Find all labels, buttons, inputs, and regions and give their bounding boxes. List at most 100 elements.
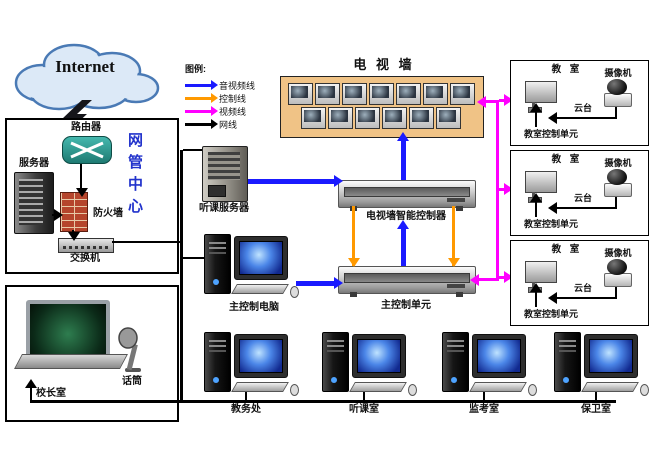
main-control-unit-icon bbox=[338, 266, 476, 294]
tv-monitor-cell bbox=[328, 107, 353, 129]
pc-tower-icon bbox=[204, 332, 231, 392]
classroom-control-unit-icon bbox=[525, 261, 557, 293]
router-icon bbox=[62, 136, 112, 164]
pc-mouse-icon bbox=[408, 384, 417, 396]
control-line-right bbox=[452, 206, 455, 266]
network-line-swatch bbox=[185, 119, 218, 129]
control-line-swatch bbox=[185, 93, 218, 103]
pc-monitor-icon bbox=[234, 334, 288, 378]
tv-monitor-cell bbox=[301, 107, 326, 129]
pc-screen bbox=[239, 241, 283, 275]
legend-item-label: 视频线 bbox=[219, 107, 247, 117]
office-computer-1 bbox=[204, 330, 299, 396]
pc-monitor-icon bbox=[352, 334, 406, 378]
network-stub-office-2 bbox=[363, 391, 365, 400]
switch-label: 交换机 bbox=[70, 253, 100, 264]
legend-item: 控制线 bbox=[185, 92, 255, 105]
link-router-firewall bbox=[80, 164, 82, 190]
video-line-swatch bbox=[185, 106, 218, 116]
arrowhead-right bbox=[334, 175, 343, 187]
classroom-control-unit-icon bbox=[525, 171, 557, 203]
pc-keyboard-icon bbox=[349, 382, 407, 392]
tv-wall-controller-icon bbox=[338, 180, 476, 208]
ptz-label: 云台 bbox=[573, 103, 592, 113]
ptz-label: 云台 bbox=[573, 283, 592, 293]
pc-monitor-icon bbox=[472, 334, 526, 378]
network-line-switch-to-trunk bbox=[112, 241, 182, 243]
principal-room-label: 校长室 bbox=[36, 388, 66, 399]
control-unit-label: 教室控制单元 bbox=[523, 309, 578, 319]
arrowhead-right bbox=[504, 271, 513, 283]
tv-monitor-cell bbox=[450, 83, 475, 105]
legend-item: 视频线 bbox=[185, 105, 255, 118]
classroom-box-1: 教 室 摄像机 云台 教室控制单元 bbox=[510, 60, 649, 146]
arrowhead-left bbox=[548, 202, 557, 214]
tv-monitor-cell bbox=[342, 83, 367, 105]
tv-monitor-cell bbox=[355, 107, 380, 129]
laptop-base-icon bbox=[14, 354, 128, 369]
internet-label: Internet bbox=[55, 57, 115, 76]
legend-item: 网线 bbox=[185, 118, 255, 131]
pc-mouse-icon bbox=[290, 286, 299, 298]
ptz-camera-icon bbox=[603, 169, 633, 197]
pc-tower-icon bbox=[322, 332, 349, 392]
network-trunk-vertical bbox=[180, 150, 183, 402]
server-label: 服务器 bbox=[19, 158, 49, 169]
legend-item-label: 网线 bbox=[219, 120, 238, 130]
classroom-box-3: 教 室 摄像机 云台 教室控制单元 bbox=[510, 240, 649, 326]
control-unit-label: 教室控制单元 bbox=[523, 129, 578, 139]
arrowhead-left bbox=[548, 112, 557, 124]
network-trunk-horizontal bbox=[30, 400, 616, 403]
firewall-label: 防火墙 bbox=[93, 208, 123, 219]
arrowhead-up bbox=[25, 379, 37, 388]
arrowhead-right bbox=[54, 209, 63, 221]
arrowhead-down bbox=[448, 258, 460, 267]
pc-keyboard-icon bbox=[231, 382, 289, 392]
firewall-icon bbox=[60, 192, 88, 232]
arrowhead-up bbox=[530, 193, 542, 202]
network-center-title: 网管中心 bbox=[126, 132, 143, 220]
pc-screen bbox=[357, 339, 401, 373]
pc-screen bbox=[239, 339, 283, 373]
pc-keyboard-icon bbox=[231, 284, 289, 294]
tv-monitor-cell bbox=[315, 83, 340, 105]
main-control-computer bbox=[204, 232, 299, 298]
control-unit-label: 教室控制单元 bbox=[523, 219, 578, 229]
office-label-4: 保卫室 bbox=[581, 404, 611, 415]
control-line-left bbox=[352, 206, 355, 266]
camera-label: 摄像机 bbox=[604, 248, 632, 258]
tv-wall-panel bbox=[280, 76, 484, 138]
main-unit-label: 主控制单元 bbox=[381, 300, 431, 311]
internet-cloud-icon bbox=[14, 43, 160, 111]
network-stub-office-1 bbox=[245, 391, 247, 400]
av-line-server-to-controller bbox=[248, 179, 336, 184]
arrowhead-left bbox=[548, 292, 557, 304]
av-line-pc-to-unit bbox=[296, 281, 336, 286]
legend-items: 音视频线控制线视频线网线 bbox=[185, 79, 255, 131]
video-line-trunk bbox=[496, 100, 499, 281]
pc-screen bbox=[477, 339, 521, 373]
arrowhead-up bbox=[530, 103, 542, 112]
link-label-unit bbox=[535, 289, 537, 307]
pc-tower-icon bbox=[442, 332, 469, 392]
video-line-branch-2 bbox=[499, 188, 506, 191]
pc-mouse-icon bbox=[290, 384, 299, 396]
network-stub-office-4 bbox=[595, 391, 597, 400]
camera-label: 摄像机 bbox=[604, 68, 632, 78]
listen-server-icon bbox=[202, 146, 248, 202]
pc-screen bbox=[589, 339, 633, 373]
classroom-control-unit-icon bbox=[525, 81, 557, 113]
network-stub-office-3 bbox=[483, 391, 485, 400]
network-stub-listen-server bbox=[183, 149, 202, 151]
arrowhead-left bbox=[477, 96, 486, 108]
legend-item: 音视频线 bbox=[185, 79, 255, 92]
network-stub-main-pc bbox=[183, 257, 204, 259]
microphone-icon bbox=[118, 327, 141, 372]
arrowhead-right bbox=[504, 183, 513, 195]
video-line-wall-connector bbox=[483, 100, 497, 103]
link-dome-unit bbox=[615, 287, 617, 297]
arrowhead-down bbox=[348, 258, 360, 267]
network-stub-principal bbox=[30, 387, 32, 400]
legend: 图例: 音视频线控制线视频线网线 bbox=[185, 62, 255, 131]
legend-item-label: 控制线 bbox=[219, 94, 247, 104]
